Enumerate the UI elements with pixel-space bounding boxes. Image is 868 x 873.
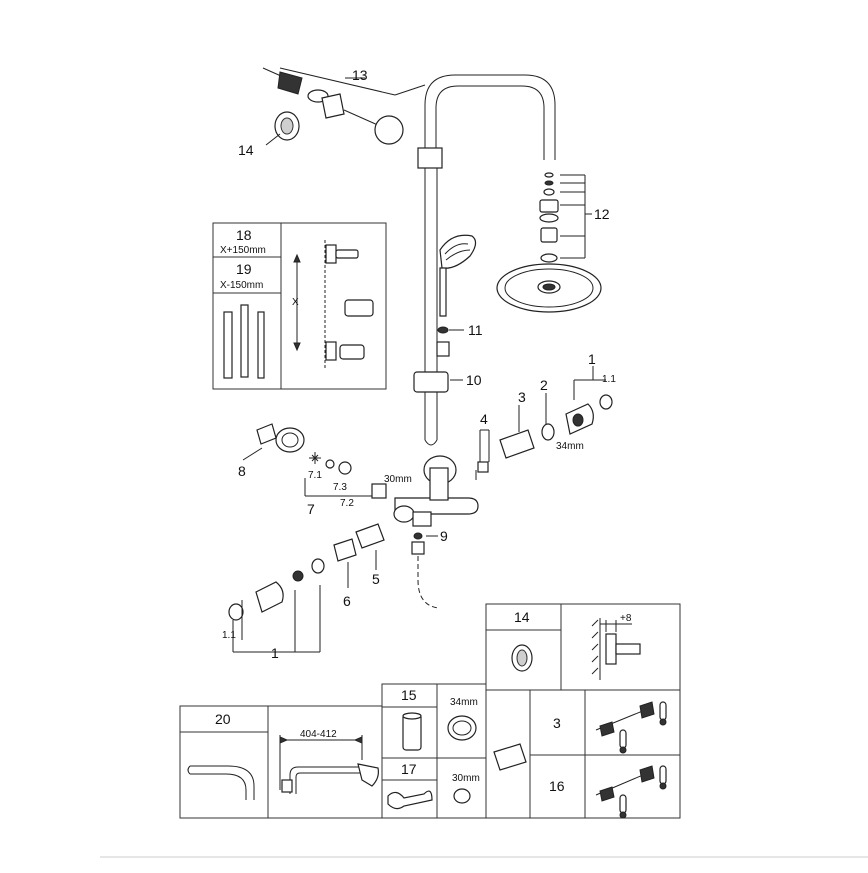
x-dimension: X [292, 297, 299, 308]
panel-14-number: 14 [514, 609, 530, 625]
part-19-size: X-150mm [220, 280, 263, 291]
thermo-cartridge-icon [493, 743, 527, 771]
dim-34mm-top: 34mm [556, 441, 584, 452]
rail-section-icon [240, 304, 249, 378]
bracket-plate [277, 71, 303, 95]
socket-ring-icon [447, 715, 477, 741]
callout-6: 6 [343, 593, 351, 609]
part-7-3 [338, 461, 352, 475]
rail-section-icon [223, 311, 233, 379]
callout-1-lower: 1 [271, 645, 279, 661]
cap-1-1-lower [228, 603, 244, 621]
panel-17-number: 17 [401, 761, 417, 777]
bracket-body [321, 93, 345, 119]
callout-7-2: 7.2 [340, 498, 354, 509]
hose-connector [411, 541, 425, 555]
slider-10 [413, 371, 449, 393]
callout-14: 14 [238, 142, 254, 158]
panel-20-frame [179, 705, 383, 819]
ring [311, 558, 325, 574]
head-shower-icon [357, 763, 379, 787]
callout-7-1: 7.1 [308, 470, 322, 481]
rail-size-inset: 18 X+150mm 19 X-150mm X [212, 222, 387, 390]
rail-section-icon [257, 311, 265, 379]
head-shower-assembly: 12 [496, 172, 610, 313]
panel-15-dimension: 34mm [450, 697, 478, 708]
panel-3-16-group: 3 16 [485, 689, 681, 819]
panel-20-number: 20 [215, 711, 231, 727]
callout-7-3: 7.3 [333, 482, 347, 493]
callout-3: 3 [518, 389, 526, 405]
riser-clamp [417, 147, 443, 169]
callout-11: 11 [468, 322, 483, 338]
ring-2 [541, 423, 555, 441]
callout-13: 13 [352, 67, 368, 83]
thermostat-assembly: 9 [393, 455, 479, 609]
cartridge-5 [355, 523, 385, 549]
swivel-nut [540, 227, 558, 243]
panel-15-17-group: 15 34mm 17 30mm [381, 683, 487, 819]
thermostat-body [394, 497, 479, 515]
panel-14-dimension: +8 [620, 613, 632, 624]
callout-8: 8 [238, 463, 246, 479]
handle-1-lower [255, 581, 284, 613]
cap-1-1 [599, 394, 613, 410]
nut-icon [453, 788, 471, 804]
callout-4: 4 [480, 411, 488, 427]
left-lower-parts: 5 6 1.1 1 [222, 523, 385, 661]
panel-17-dimension: 30mm [452, 773, 480, 784]
callout-5: 5 [372, 571, 380, 587]
callout-1-1-lower: 1.1 [222, 630, 236, 641]
left-upper-parts: 8 7.1 7.3 7.2 7 30mm [238, 423, 412, 517]
cartridge-3 [499, 429, 535, 459]
part-7-1 [325, 459, 335, 469]
panel-20-group: 20 404-412 [179, 705, 383, 819]
part-19-label: 19 [236, 261, 252, 277]
part-4 [477, 461, 489, 473]
panel-16-number: 16 [549, 778, 565, 794]
filter-icon [309, 452, 321, 464]
panel-15-number: 15 [401, 687, 417, 703]
connector-8 [256, 423, 277, 445]
callout-2: 2 [540, 377, 548, 393]
callout-12: 12 [594, 206, 610, 222]
part-18-label: 18 [236, 227, 252, 243]
cover-rosette [374, 115, 404, 145]
thermometer-diagram-a [595, 701, 667, 754]
thermometer-icon [619, 794, 627, 814]
panel-14-group: 14 +8 [485, 603, 681, 691]
cartridge-6 [333, 538, 357, 562]
callout-7: 7 [307, 501, 315, 517]
callout-10: 10 [466, 372, 482, 388]
thermometer-diagram-b [595, 765, 667, 819]
thermometer-icon [659, 765, 667, 785]
washer-small [544, 172, 554, 178]
callout-9: 9 [440, 528, 448, 544]
panel-20-dimension: 404-412 [300, 729, 337, 740]
inset-frame [212, 222, 387, 390]
hose-nut [436, 341, 450, 357]
thermometer-icon [659, 701, 667, 721]
s-union-cover [275, 427, 305, 453]
callout-1-1-top: 1.1 [602, 374, 616, 385]
right-handle-parts: 4 3 2 34mm 1 1.1 [475, 351, 616, 480]
panel-3-number: 3 [553, 715, 561, 731]
ball-joint [539, 199, 559, 213]
hand-shower-handle [439, 267, 447, 317]
callout-1-top: 1 [588, 351, 596, 367]
thermometer-icon [619, 729, 627, 749]
part-18-size: X+150mm [220, 245, 266, 256]
wall-bracket-assembly: 13 14 [238, 67, 426, 158]
dim-30mm-top: 30mm [384, 474, 412, 485]
part-7-2 [371, 483, 387, 499]
hand-shower-assembly: 11 10 [413, 234, 483, 393]
hand-shower-head [439, 234, 477, 269]
wrench-icon [387, 790, 433, 810]
riser-pipe [417, 74, 556, 446]
